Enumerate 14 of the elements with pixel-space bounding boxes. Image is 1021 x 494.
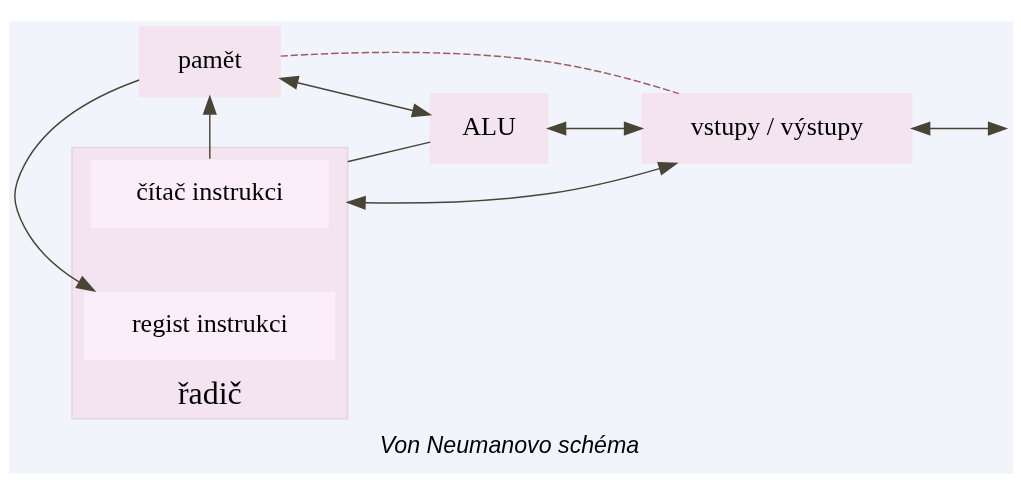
- arrow: [202, 93, 217, 159]
- arrow: [545, 120, 644, 136]
- caption: Von Neumanovo schéma: [379, 431, 639, 458]
- arrow: [344, 161, 679, 210]
- arrow: [13, 78, 140, 292]
- node-box: pamět: [138, 25, 281, 97]
- node-box: čítač instrukci: [88, 157, 330, 229]
- node-box: ALU: [429, 92, 548, 164]
- connector: [279, 51, 680, 94]
- connector: [346, 140, 431, 162]
- node-box: regist instrukci: [82, 289, 337, 361]
- arrow: [909, 120, 1008, 136]
- node-box: vstupy / výstupy: [640, 92, 913, 164]
- arrow: [277, 75, 432, 117]
